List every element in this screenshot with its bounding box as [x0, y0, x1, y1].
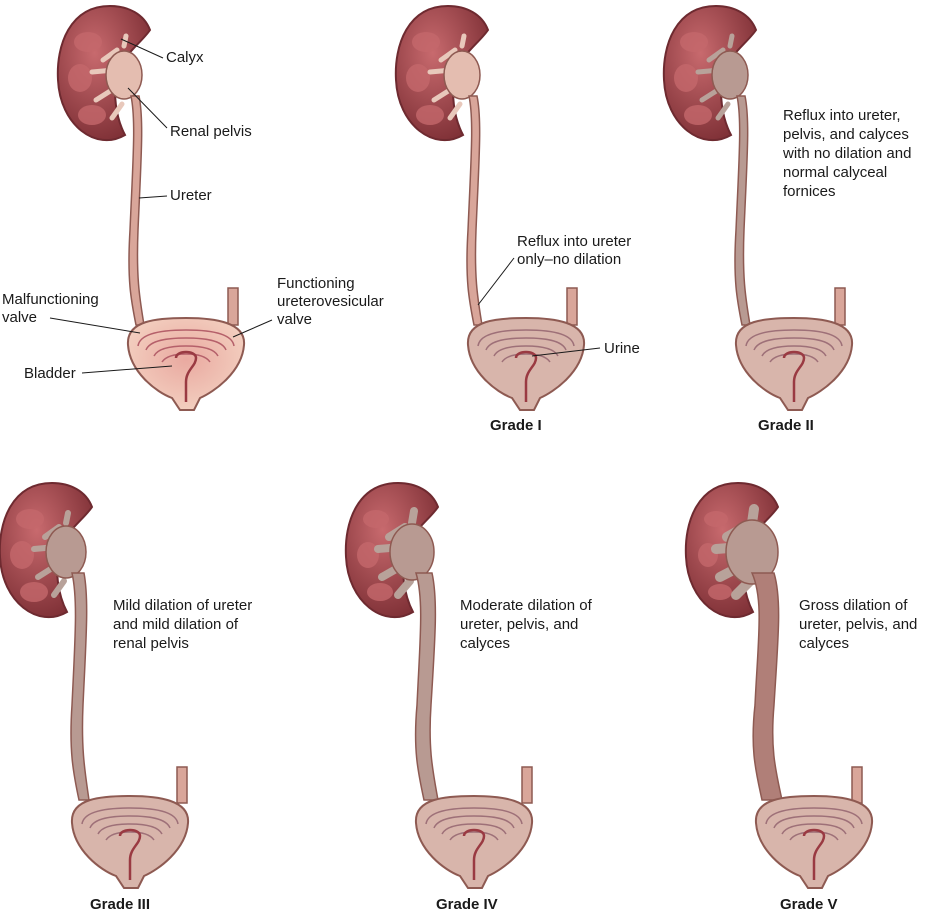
grade-4-title: Grade IV [436, 896, 498, 913]
kidney [0, 481, 94, 618]
bladder [466, 316, 586, 411]
label-reflux-2: only–no dilation [517, 251, 621, 268]
grade-1-title: Grade I [490, 417, 542, 434]
label-urine: Urine [604, 340, 640, 357]
grade-5-desc-2: ureter, pelvis, and [799, 616, 917, 633]
grade-5-desc-1: Gross dilation of [799, 597, 908, 614]
grade-2-desc-1: Reflux into ureter, [783, 107, 901, 124]
grade-3-desc-1: Mild dilation of ureter [113, 597, 252, 614]
bladder [70, 794, 190, 889]
grade-2-desc-4: normal calyceal [783, 164, 887, 181]
label-reflux-1: Reflux into ureter [517, 233, 631, 250]
grade-2-title: Grade II [758, 417, 814, 434]
bladder [734, 316, 854, 411]
ureter-tube [70, 572, 90, 801]
ureter-stub [176, 766, 188, 804]
ureter-stub [851, 766, 863, 804]
label-renal-pelvis: Renal pelvis [170, 123, 252, 140]
grade-2-desc-2: pelvis, and calyces [783, 126, 909, 143]
label-malfunctioning-valve-2: valve [2, 309, 37, 326]
kidney [56, 4, 152, 141]
panel-grade-3: Mild dilation of ureter and mild dilatio… [0, 481, 252, 913]
panel-normal: Calyx Renal pelvis Ureter Malfunctioning… [2, 4, 384, 411]
ureter-tube [128, 95, 145, 326]
label-bladder: Bladder [24, 365, 76, 382]
kidney [344, 481, 440, 618]
kidney [662, 4, 758, 141]
kidney [684, 481, 780, 618]
ureter-stub [834, 287, 846, 326]
grade-3-desc-3: renal pelvis [113, 635, 189, 652]
ureter-stub [227, 287, 239, 326]
panel-grade-5: Gross dilation of ureter, pelvis, and ca… [684, 481, 917, 913]
ureter-tube [466, 95, 483, 326]
bladder [414, 794, 534, 889]
ureter-tube [750, 572, 783, 801]
grade-4-desc-1: Moderate dilation of [460, 597, 593, 614]
grade-5-title: Grade V [780, 896, 838, 913]
label-functioning-valve-3: valve [277, 311, 312, 328]
ureter-stub [566, 287, 578, 326]
grade-2-desc-5: fornices [783, 183, 836, 200]
grade-4-desc-2: ureter, pelvis, and [460, 616, 578, 633]
ureter-stub [521, 766, 533, 804]
label-malfunctioning-valve-1: Malfunctioning [2, 291, 99, 308]
grade-3-title: Grade III [90, 896, 150, 913]
ureter-tube [734, 95, 751, 326]
kidney [394, 4, 490, 141]
panel-grade-4: Moderate dilation of ureter, pelvis, and… [344, 481, 593, 913]
panel-grade-2: Reflux into ureter, pelvis, and calyces … [662, 4, 911, 434]
grade-5-desc-3: calyces [799, 635, 849, 652]
bladder [126, 316, 246, 411]
label-calyx: Calyx [166, 49, 204, 66]
label-functioning-valve-2: ureterovesicular [277, 293, 384, 310]
label-ureter: Ureter [170, 187, 212, 204]
panel-grade-1: Reflux into ureter only–no dilation Urin… [394, 4, 640, 434]
grade-3-desc-2: and mild dilation of [113, 616, 239, 633]
label-functioning-valve-1: Functioning [277, 275, 355, 292]
ureter-tube [414, 572, 439, 801]
grade-2-desc-3: with no dilation and [782, 145, 911, 162]
grade-4-desc-3: calyces [460, 635, 510, 652]
bladder [754, 794, 874, 889]
